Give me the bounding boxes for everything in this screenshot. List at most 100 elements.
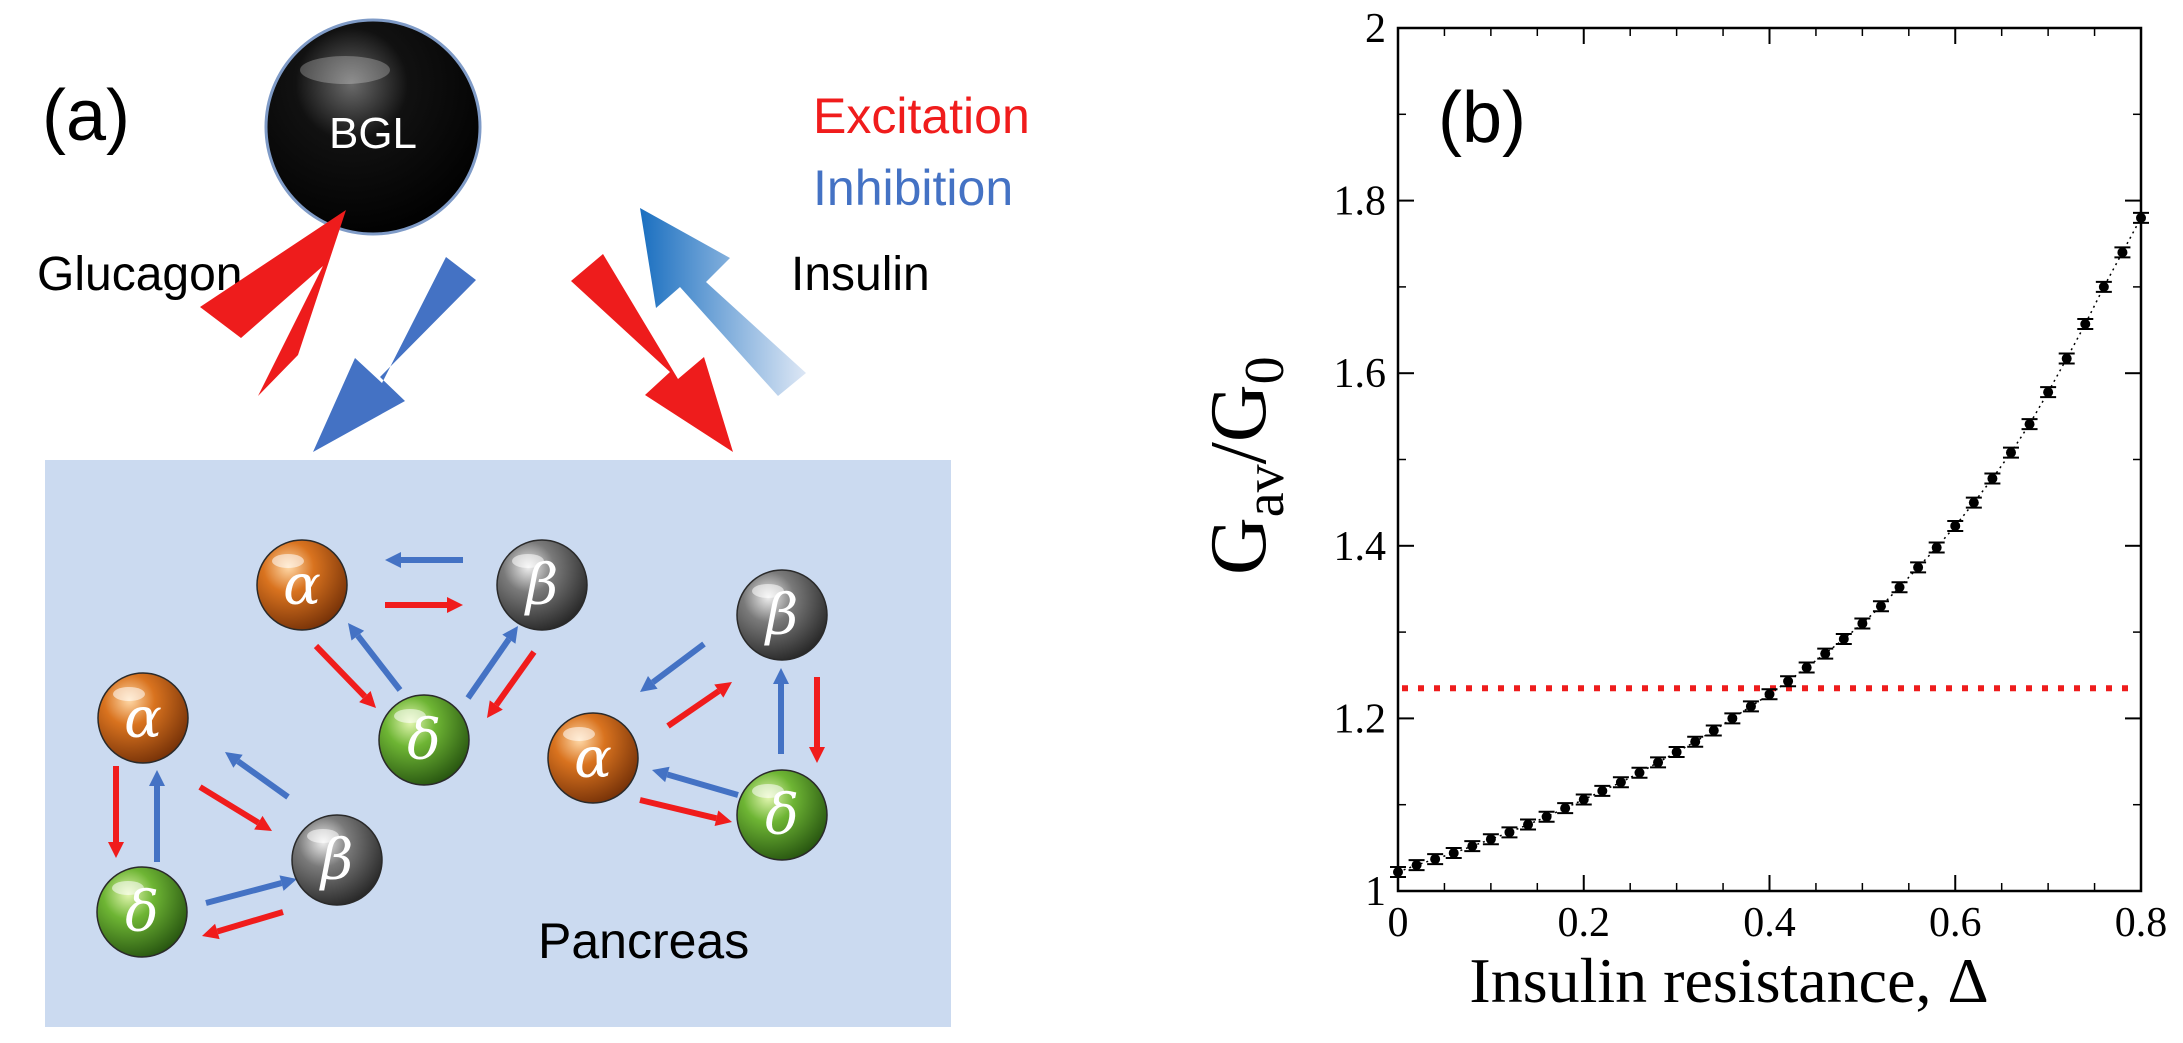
glucagon-excitation-arrow [200, 210, 346, 396]
x-tick-label: 0 [1388, 900, 1409, 946]
data-point [1872, 600, 1889, 613]
cell-alpha: α [256, 539, 348, 631]
cell-symbol: α [124, 686, 162, 751]
cell-delta: δ [736, 769, 828, 861]
data-point [2021, 418, 2038, 431]
inhibition-arrow [652, 766, 739, 798]
excitation-arrow [385, 597, 463, 613]
inhibition-arrow [205, 875, 297, 906]
cell-beta: β [736, 569, 828, 661]
data-point [1891, 581, 1908, 594]
cell-beta: β [496, 539, 588, 631]
y-tick-label: 1.6 [1334, 351, 1387, 397]
data-point [1910, 561, 1927, 574]
cell-delta: δ [96, 866, 188, 958]
inhibition-arrow [348, 623, 403, 692]
x-tick-label: 0.2 [1558, 900, 1611, 946]
data-point [1687, 735, 1704, 748]
bgl-label: BGL [329, 109, 417, 158]
data-point [1538, 810, 1555, 823]
y-tick-label: 1 [1365, 869, 1386, 915]
cell-symbol: δ [765, 783, 799, 848]
bgl-node: BGL [264, 18, 482, 236]
inhibition-arrow [149, 770, 165, 862]
data-point [1668, 746, 1685, 759]
data-point [1650, 756, 1667, 769]
data-point [1928, 541, 1945, 554]
data-point [1501, 826, 1518, 839]
bgl-to-pancreas-inhibition-arrow [313, 257, 476, 452]
data-point [1780, 675, 1797, 688]
cell-interaction-arrows [108, 552, 825, 940]
x-axis-label: Insulin resistance, Δ [1469, 945, 1988, 1016]
panel-b: (b) Gav/G0 Insulin resistance, Δ 0 0.2 0.4… [1195, 6, 2167, 1016]
data-point [1445, 847, 1462, 860]
cell-beta: β [291, 814, 383, 906]
cell-alpha: α [97, 672, 189, 764]
x-tick-label: 0.4 [1743, 900, 1796, 946]
data-point [1575, 793, 1592, 806]
insulin-inhibition-arrow [640, 208, 806, 396]
data-point [1390, 866, 1406, 879]
insulin-label: Insulin [791, 248, 930, 301]
cell-symbol: α [283, 553, 321, 618]
panel-a-label: (a) [42, 76, 130, 156]
excitation-arrow [202, 909, 284, 940]
data-point [1631, 766, 1648, 779]
data-point [1965, 496, 1982, 509]
data-point [1557, 802, 1574, 815]
pancreas-label: Pancreas [538, 913, 749, 969]
data-point [2077, 318, 2094, 331]
inhibition-arrow [385, 552, 463, 568]
data-point [1464, 840, 1481, 853]
data-point [2095, 280, 2112, 293]
series-line [1397, 217, 2142, 873]
data-point [1854, 617, 1871, 630]
data-point [1724, 712, 1741, 725]
panel-a: (a) BGL Excitation Inhibition Glucagon I… [37, 18, 1030, 1027]
data-point [2133, 211, 2149, 224]
cell-symbol: β [524, 553, 558, 618]
glucagon-label: Glucagon [37, 248, 242, 301]
inhibition-arrow [773, 668, 789, 754]
excitation-arrow [487, 650, 537, 718]
bgl-to-beta-excitation-arrow [571, 254, 733, 452]
y-tick-label: 1.4 [1334, 524, 1387, 570]
data-point [1817, 647, 1834, 660]
excitation-arrow [639, 797, 732, 827]
data-point [2002, 446, 2019, 459]
inhibition-arrow [225, 752, 290, 800]
data-point [1612, 776, 1629, 789]
inhibition-arrow [640, 641, 706, 692]
excitation-arrow [108, 766, 124, 858]
data-point [1594, 784, 1611, 797]
excitation-arrow [313, 643, 376, 708]
excitation-arrow [809, 677, 825, 763]
excitation-arrow [666, 682, 732, 729]
data-point [1798, 661, 1815, 674]
cell-symbol: β [764, 583, 798, 648]
x-tick-label: 0.8 [2115, 900, 2168, 946]
data-point [1408, 859, 1425, 872]
data-point [1761, 688, 1778, 701]
y-axis-label: Gav/G0 [1195, 356, 1296, 575]
inhibition-arrow [465, 626, 518, 700]
data-point [1520, 818, 1537, 831]
legend-excitation: Excitation [813, 88, 1030, 144]
data-point [1835, 633, 1852, 646]
panel-b-label: (b) [1438, 78, 1526, 158]
data-point [2040, 386, 2057, 399]
data-point [2058, 352, 2075, 365]
y-tick-label: 1.8 [1334, 179, 1387, 225]
cell-symbol: α [574, 726, 612, 791]
y-tick-label: 1.2 [1334, 696, 1387, 742]
cell-symbol: δ [407, 708, 441, 773]
data-point [1984, 472, 2001, 485]
data-point [1705, 724, 1722, 737]
data-point [1482, 833, 1499, 846]
cell-symbol: δ [125, 880, 159, 945]
y-tick-label: 2 [1365, 6, 1386, 52]
data-point [1427, 853, 1444, 866]
